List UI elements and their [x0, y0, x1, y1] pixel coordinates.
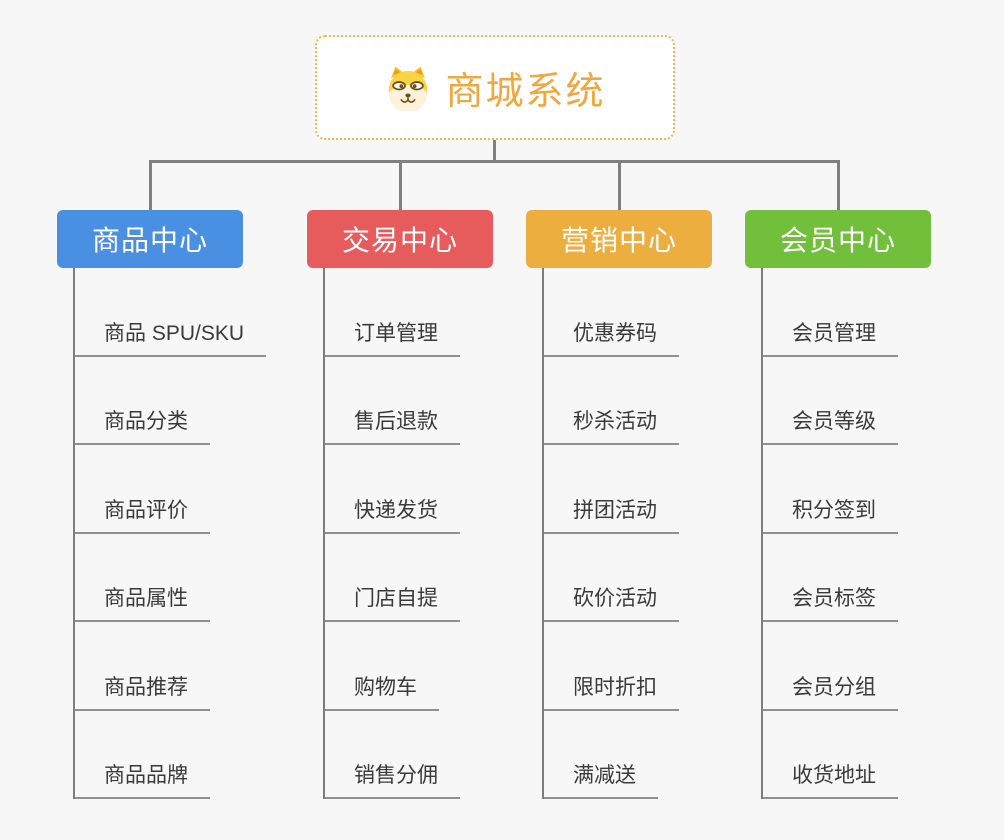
leaf-topic[interactable]: 购物车 — [325, 671, 439, 711]
leaf-topic[interactable]: 会员标签 — [763, 582, 898, 622]
branch-leaves: 会员管理 会员等级 积分签到 会员标签 会员分组 收货地址 — [761, 268, 931, 799]
leaf-topic[interactable]: 商品推荐 — [75, 671, 210, 711]
branch-leaves: 订单管理 售后退款 快递发货 门店自提 购物车 销售分佣 — [323, 268, 493, 799]
leaf-row: 商品评价 — [75, 445, 243, 534]
branch-label: 营销中心 — [560, 225, 677, 256]
branch-label: 商品中心 — [91, 225, 208, 256]
root-topic[interactable]: 商城系统 — [315, 35, 675, 140]
branch-node-members[interactable]: 会员中心 — [745, 210, 931, 268]
leaf-row: 门店自提 — [325, 534, 493, 622]
leaf-topic[interactable]: 满减送 — [544, 759, 658, 799]
leaf-row: 积分签到 — [763, 445, 931, 534]
leaf-row: 购物车 — [325, 622, 493, 711]
branch-node-products[interactable]: 商品中心 — [57, 210, 243, 268]
leaf-row: 会员管理 — [763, 268, 931, 357]
leaf-topic[interactable]: 销售分佣 — [325, 759, 460, 799]
leaf-row: 商品分类 — [75, 357, 243, 445]
branch-node-marketing[interactable]: 营销中心 — [526, 210, 712, 268]
leaf-row: 商品属性 — [75, 534, 243, 622]
leaf-topic[interactable]: 商品评价 — [75, 494, 210, 534]
leaf-row: 售后退款 — [325, 357, 493, 445]
branch-node-trade[interactable]: 交易中心 — [307, 210, 493, 268]
branch-label: 交易中心 — [341, 225, 458, 256]
leaf-topic[interactable]: 拼团活动 — [544, 494, 679, 534]
leaf-topic[interactable]: 会员管理 — [763, 317, 898, 357]
branch-leaves: 商品 SPU/SKU 商品分类 商品评价 商品属性 商品推荐 商品品牌 — [73, 268, 267, 799]
leaf-row: 收货地址 — [763, 711, 931, 799]
leaf-topic[interactable]: 优惠券码 — [544, 317, 679, 357]
connector-drop-trade — [399, 163, 402, 210]
leaf-row: 销售分佣 — [325, 711, 493, 799]
branch-products: 商品中心 商品 SPU/SKU 商品分类 商品评价 商品属性 商品推荐 商品品牌 — [57, 210, 267, 799]
leaf-topic[interactable]: 会员分组 — [763, 671, 898, 711]
leaf-topic[interactable]: 砍价活动 — [544, 582, 679, 622]
leaf-row: 会员标签 — [763, 534, 931, 622]
leaf-topic[interactable]: 商品分类 — [75, 405, 210, 445]
leaf-topic[interactable]: 订单管理 — [325, 317, 460, 357]
leaf-topic[interactable]: 收货地址 — [763, 759, 898, 799]
leaf-topic[interactable]: 商品属性 — [75, 582, 210, 622]
leaf-row: 会员分组 — [763, 622, 931, 711]
leaf-row: 快递发货 — [325, 445, 493, 534]
leaf-topic[interactable]: 售后退款 — [325, 405, 460, 445]
leaf-row: 商品品牌 — [75, 711, 243, 799]
leaf-topic[interactable]: 积分签到 — [763, 494, 898, 534]
branch-label: 会员中心 — [779, 225, 896, 256]
leaf-topic[interactable]: 商品 SPU/SKU — [75, 317, 267, 357]
branch-trade: 交易中心 订单管理 售后退款 快递发货 门店自提 购物车 销售分佣 — [307, 210, 493, 799]
leaf-topic[interactable]: 秒杀活动 — [544, 405, 679, 445]
doge-icon — [389, 65, 428, 111]
branch-members: 会员中心 会员管理 会员等级 积分签到 会员标签 会员分组 收货地址 — [745, 210, 931, 799]
leaf-topic[interactable]: 商品品牌 — [75, 759, 210, 799]
leaf-row: 秒杀活动 — [544, 357, 712, 445]
leaf-row: 拼团活动 — [544, 445, 712, 534]
connector-drop-marketing — [618, 163, 621, 210]
root-title: 商城系统 — [445, 71, 606, 113]
leaf-row: 优惠券码 — [544, 268, 712, 357]
branch-marketing: 营销中心 优惠券码 秒杀活动 拼团活动 砍价活动 限时折扣 满减送 — [526, 210, 712, 799]
leaf-row: 商品 SPU/SKU — [75, 268, 267, 357]
connector-horizontal-bar — [149, 160, 840, 163]
leaf-row: 会员等级 — [763, 357, 931, 445]
leaf-topic[interactable]: 会员等级 — [763, 405, 898, 445]
leaf-topic[interactable]: 门店自提 — [325, 582, 460, 622]
leaf-topic[interactable]: 快递发货 — [325, 494, 460, 534]
connector-drop-products — [149, 163, 152, 210]
leaf-row: 商品推荐 — [75, 622, 243, 711]
branch-leaves: 优惠券码 秒杀活动 拼团活动 砍价活动 限时折扣 满减送 — [542, 268, 712, 799]
leaf-row: 砍价活动 — [544, 534, 712, 622]
connector-drop-members — [837, 163, 840, 210]
connector-root-stub — [493, 140, 496, 161]
leaf-row: 满减送 — [544, 711, 712, 799]
leaf-row: 订单管理 — [325, 268, 493, 357]
leaf-topic[interactable]: 限时折扣 — [544, 671, 679, 711]
leaf-row: 限时折扣 — [544, 622, 712, 711]
